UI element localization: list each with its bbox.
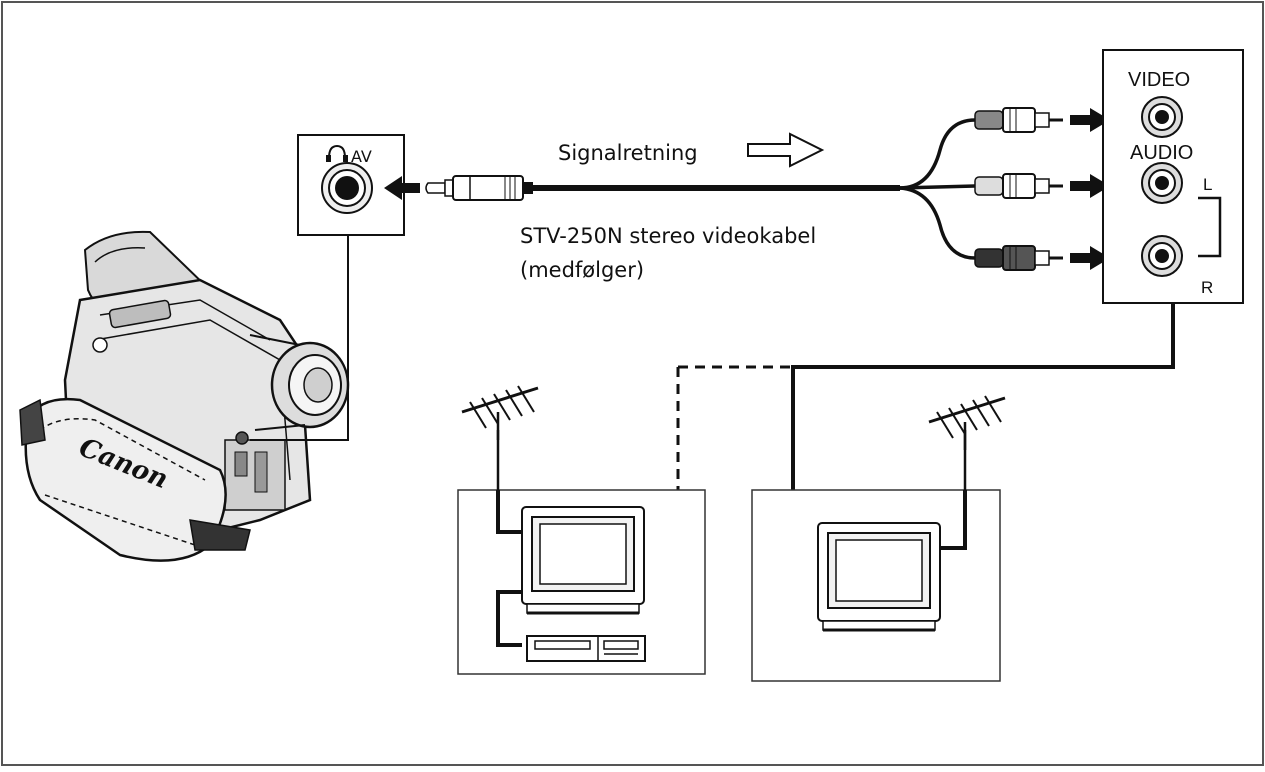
solid-right-arrow-icon <box>1070 174 1110 198</box>
solid-right-arrow-icon <box>1070 246 1110 270</box>
hollow-right-arrow-icon <box>747 132 825 168</box>
tv-right-icon <box>817 522 941 632</box>
video-input-jack <box>1141 96 1183 138</box>
cable-note-label: (medfølger) <box>520 258 644 282</box>
audio-input-label: AUDIO <box>1130 142 1193 164</box>
av-jack-icon <box>321 162 373 214</box>
antenna-cable <box>939 490 967 550</box>
audio-right-input-jack <box>1141 235 1183 277</box>
antenna-icon <box>461 385 539 490</box>
rca-plug-audio-right <box>974 245 1063 271</box>
main-cable <box>533 118 976 260</box>
antenna-icon <box>928 395 1006 490</box>
stereo-mini-plug <box>425 175 533 201</box>
video-input-label: VIDEO <box>1128 69 1190 91</box>
headphones-icon <box>326 144 348 162</box>
antenna-cable <box>496 490 522 534</box>
av-terminal-label: AV <box>351 147 372 166</box>
rca-plug-video <box>974 107 1063 133</box>
solid-right-arrow-icon <box>1070 108 1110 132</box>
camera-av-terminal-callout: AV <box>250 134 405 441</box>
audio-left-label: L <box>1203 175 1212 194</box>
tv-left-icon <box>521 506 645 615</box>
plug-arrow-camera <box>384 176 420 200</box>
cable-name-label: STV-250N stereo videokabel <box>520 224 816 248</box>
signal-direction-label: Signalretning <box>558 141 698 165</box>
camcorder-illustration: Canon <box>19 230 350 562</box>
tv-input-panel: VIDEO AUDIO L R <box>1102 49 1244 304</box>
vcr-icon <box>526 635 646 662</box>
tv-vcr-cable <box>496 590 522 647</box>
audio-right-label: R <box>1201 278 1213 297</box>
audio-left-input-jack <box>1141 162 1183 204</box>
rca-plug-audio-left <box>974 173 1063 199</box>
